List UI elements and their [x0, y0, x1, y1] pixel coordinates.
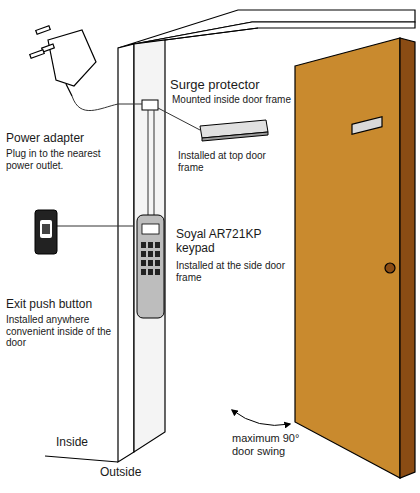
keypad-key — [155, 260, 160, 266]
keypad-key — [148, 242, 153, 248]
part-note: Mounted inside door frame — [172, 94, 312, 106]
swing-note: maximum 90° door swing — [232, 432, 306, 457]
keypad-key — [155, 242, 160, 248]
part-name: Power adapter — [6, 132, 136, 146]
keypad-key — [155, 269, 160, 275]
part-note: Plug in to the nearest power outlet. — [6, 148, 116, 171]
keypad-key — [155, 251, 160, 257]
power-adapter — [30, 26, 96, 96]
side-label: Outside — [100, 466, 170, 480]
part-name: Surge protector — [170, 78, 310, 93]
surge-protector — [142, 100, 158, 110]
keypad-key — [141, 260, 146, 266]
magnetic-lock — [200, 120, 268, 141]
side-label: Inside — [56, 436, 116, 450]
part-note: Installed anywhere convenient inside of … — [6, 314, 116, 349]
part-note: Installed at top door frame — [178, 150, 278, 173]
exit-push-button — [35, 210, 57, 254]
keypad-key — [141, 242, 146, 248]
keypad-key — [141, 251, 146, 257]
keypad-key — [148, 260, 153, 266]
part-name: Exit push button — [6, 298, 136, 312]
keypad — [137, 215, 164, 318]
part-name: Soyal AR721KP keypad — [176, 228, 281, 256]
swing-arrow — [232, 410, 290, 425]
door — [295, 38, 415, 478]
wall-line — [45, 456, 118, 462]
keypad-key — [148, 251, 153, 257]
part-note: Installed at the side door frame — [176, 260, 286, 283]
keypad-key — [148, 269, 153, 275]
keypad-key — [141, 269, 146, 275]
